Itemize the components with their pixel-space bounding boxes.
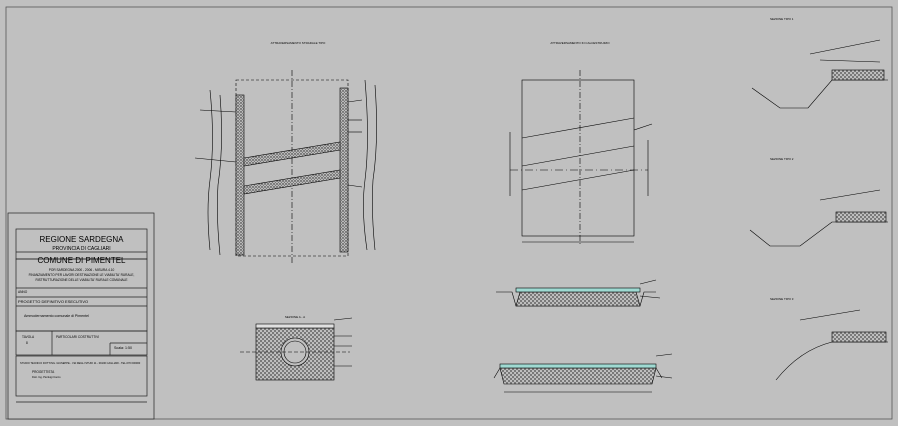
municipality-name: COMUNE DI PIMENTEL: [37, 256, 126, 265]
typical-section-3: [775, 309, 888, 381]
rect-plan-title: ATTRAVERSAMENTO IN CALCESTRUZZO: [550, 41, 610, 45]
pipe-section-title: SEZIONE A - A: [285, 315, 305, 319]
scale-label: Scala: 1:50: [114, 346, 132, 350]
footer-studio: STUDIO TECNICO DOTT.ING. GIUSEPPE - VIA …: [20, 362, 141, 365]
footer-designer-name: Dott. Ing. Pierluigi Cocco: [32, 376, 61, 379]
table-label: TAVOLA: [22, 335, 35, 339]
project-subject: Ammodernamento comunale di Pimentel: [24, 314, 89, 318]
pipe-culvert-section: [240, 317, 353, 381]
road-section-upper: [496, 279, 661, 307]
section-label: ANNO: [18, 290, 28, 294]
table-number: 8: [26, 341, 28, 345]
plan-title: ATTRAVERSAMENTO STRADALE TIPO: [271, 41, 326, 45]
footer-designer-label: PROGETTISTA: [32, 370, 55, 374]
culvert-plan-drawing: [194, 70, 377, 264]
typical-section-1: [751, 39, 888, 109]
rectangular-plan-drawing: [509, 70, 653, 244]
section-2-title: SEZIONE TIPO 2: [770, 157, 794, 161]
province-name: PROVINCIA DI CAGLIARI: [52, 246, 111, 252]
project-line-3: RISTRUTTURAZIONE DELLE VIABILITA' RURALE…: [35, 278, 128, 282]
sheet-border: [5, 6, 893, 420]
title-block-frame: [7, 212, 155, 420]
project-stage: PROGETTO DEFINITIVO ESECUTIVO: [18, 299, 89, 304]
section-1-title: SEZIONE TIPO 1: [770, 17, 794, 21]
section-3-title: SEZIONE TIPO 3: [770, 297, 794, 301]
project-line-1: POR SARDEGNA 2000 - 2006 - MISURA 4.10: [48, 268, 115, 272]
typical-section-2: [749, 189, 888, 247]
project-line-2: FINANZIAMENTO PER LAVORI DESTINAZIONE LE…: [28, 273, 135, 277]
table-title: PARTICOLARI COSTRUTTIVI: [56, 335, 100, 339]
region-name: REGIONE SARDEGNA: [39, 235, 124, 244]
road-section-lower: [493, 353, 673, 393]
